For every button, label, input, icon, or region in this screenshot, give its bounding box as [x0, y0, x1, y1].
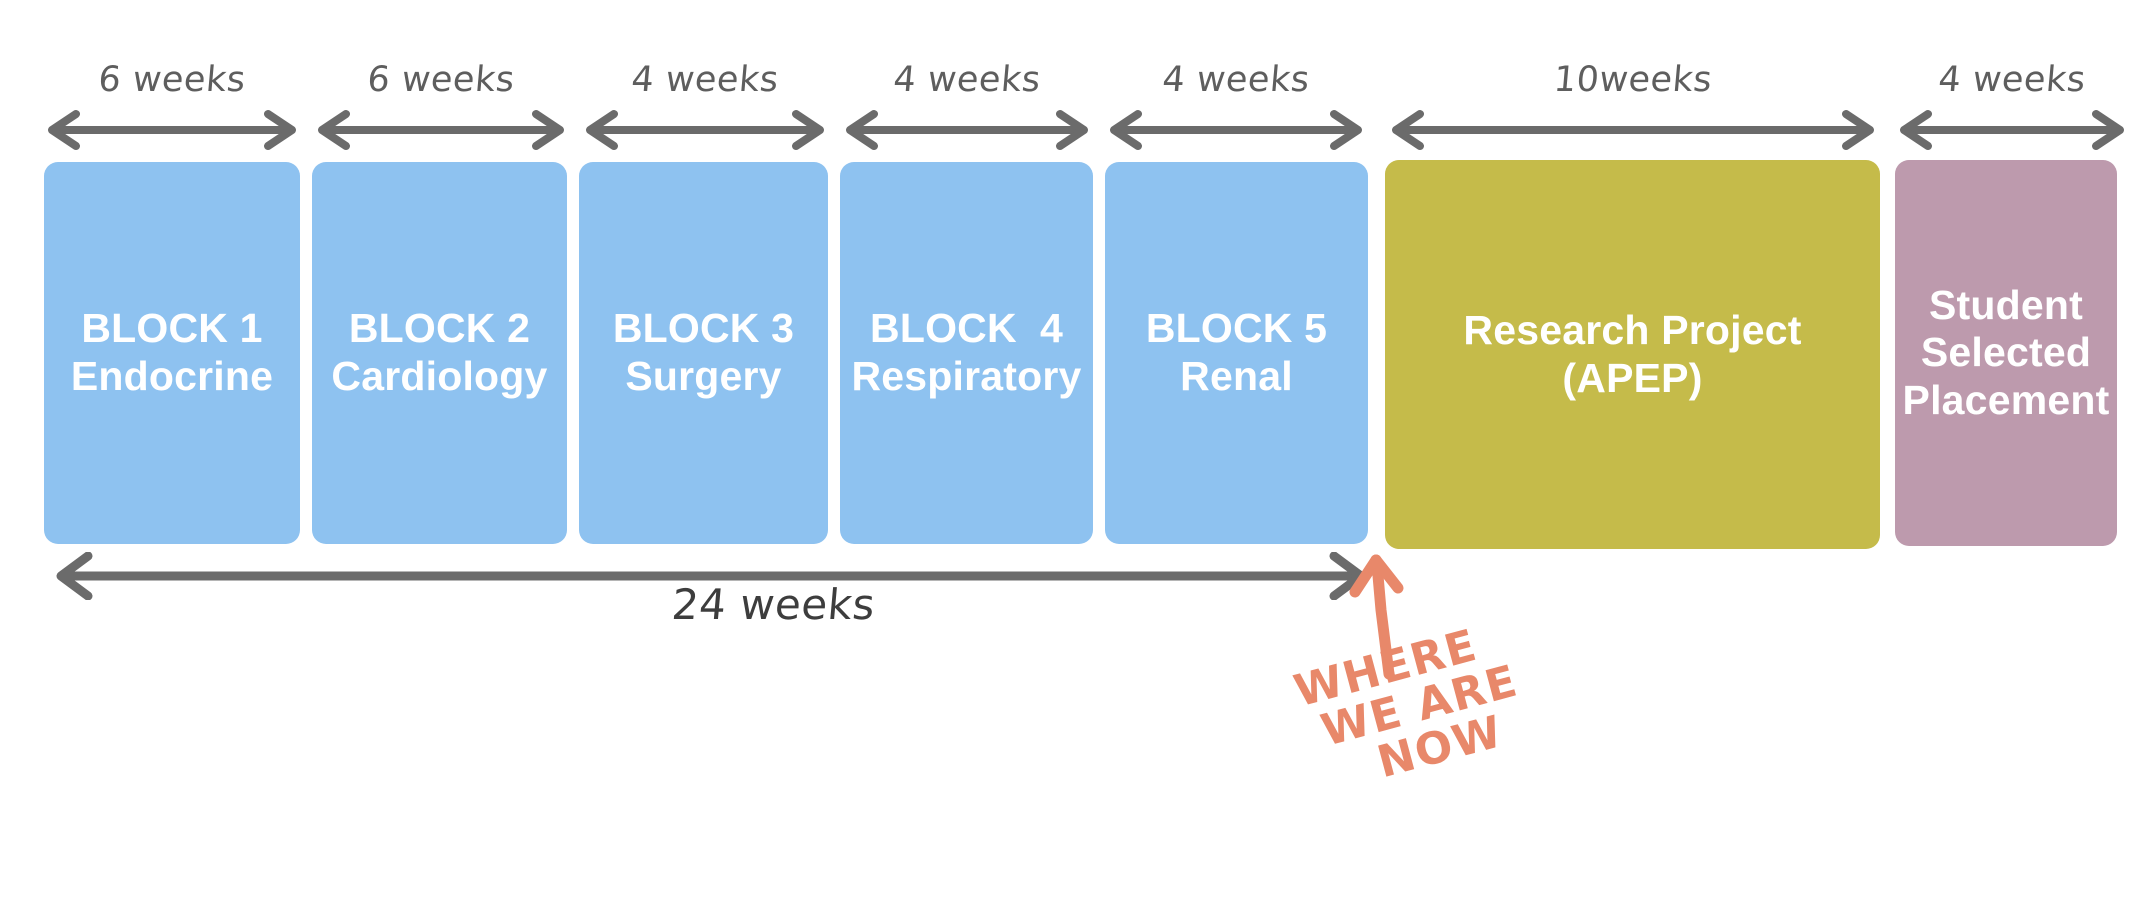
timeline-block-block-1[interactable]: BLOCK 1 Endocrine	[44, 162, 300, 544]
duration-measure-research-project: 10weeks	[1384, 60, 1882, 168]
total-duration-label: 24 weeks	[669, 580, 878, 629]
duration-label-block-4: 4 weeks	[891, 60, 1043, 100]
timeline-block-student-selected-placement[interactable]: Student Selected Placement	[1895, 160, 2117, 546]
block-label-line: BLOCK 3	[612, 305, 795, 352]
block-label-line: BLOCK 5	[1145, 305, 1328, 352]
timeline-block-block-5[interactable]: BLOCK 5 Renal	[1105, 162, 1368, 544]
block-label-line: Surgery	[625, 353, 782, 399]
duration-measure-student-selected-placement: 4 weeks	[1892, 60, 2132, 168]
duration-label-block-1: 6 weeks	[96, 60, 248, 100]
timeline-block-block-3[interactable]: BLOCK 3 Surgery	[579, 162, 828, 544]
block-label-line: Research Project	[1463, 306, 1802, 353]
block-label-line: Selected	[1920, 329, 2092, 376]
block-label-line: (APEP)	[1562, 354, 1703, 401]
block-label-line: Respiratory	[851, 353, 1082, 399]
duration-measure-block-1: 6 weeks	[40, 60, 304, 168]
block-label-line: BLOCK 1	[81, 305, 263, 352]
duration-measure-block-5: 4 weeks	[1102, 60, 1370, 168]
timeline-block-research-project[interactable]: Research Project (APEP)	[1385, 160, 1880, 549]
block-label-line: Student	[1929, 281, 2083, 328]
duration-label-block-2: 6 weeks	[365, 60, 517, 100]
block-label-line: BLOCK 2	[348, 305, 531, 352]
duration-measure-block-4: 4 weeks	[838, 60, 1096, 168]
where-we-are-now-arrow	[1345, 548, 1425, 680]
duration-label-block-3: 4 weeks	[629, 60, 781, 100]
block-label-line: Placement	[1902, 376, 2110, 423]
block-label-line: BLOCK 4	[870, 305, 1063, 352]
duration-measure-block-3: 4 weeks	[578, 60, 832, 168]
duration-measure-block-2: 6 weeks	[310, 60, 572, 168]
timeline-block-block-2[interactable]: BLOCK 2 Cardiology	[312, 162, 567, 544]
block-label-line: Cardiology	[331, 353, 548, 399]
duration-label-student-selected-placement: 4 weeks	[1936, 60, 2088, 100]
where-we-are-now-callout: WHERE WE ARE NOW	[1289, 616, 1534, 802]
block-label-line: Endocrine	[70, 353, 274, 399]
duration-label-research-project: 10weeks	[1552, 60, 1714, 100]
duration-label-block-5: 4 weeks	[1160, 60, 1312, 100]
block-label-line: Renal	[1180, 353, 1293, 399]
timeline-block-block-4[interactable]: BLOCK 4 Respiratory	[840, 162, 1093, 544]
